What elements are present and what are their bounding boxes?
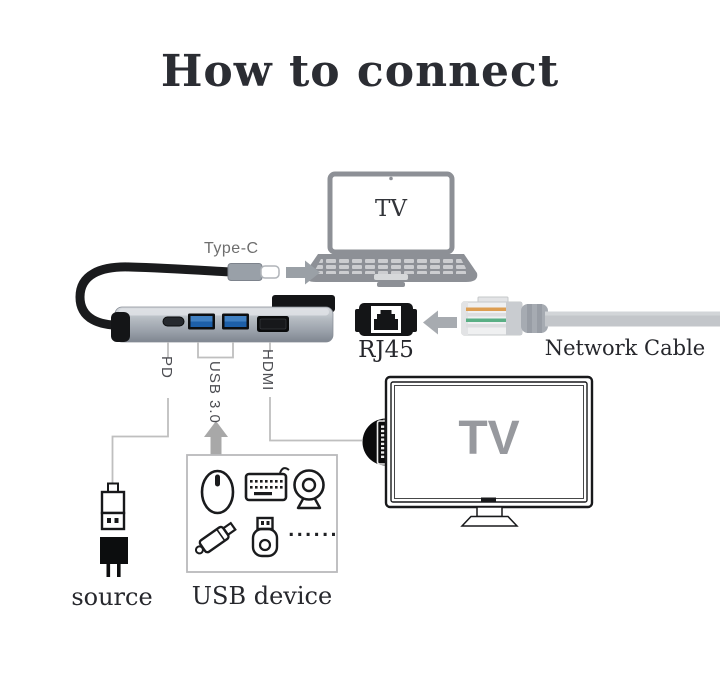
- hub-cable-strain-relief: [111, 312, 130, 342]
- hub-usb-port-2: [222, 313, 249, 330]
- power-plug-icon: [100, 537, 128, 577]
- usb-hub-illustration: [111, 295, 335, 343]
- typec-cable-illustration: [75, 262, 280, 330]
- hdmi-port-label: HDMI: [259, 349, 276, 392]
- hdmi-to-tv-line: [269, 397, 362, 442]
- laptop-camera-icon: [389, 176, 393, 181]
- hub-pd-port: [162, 316, 185, 327]
- page-title: How to connect: [160, 46, 560, 97]
- arrow-up-icon: [204, 421, 228, 455]
- source-label: source: [71, 583, 153, 611]
- rj45-label: RJ45: [358, 337, 414, 363]
- tv-screen-label: TV: [458, 412, 520, 465]
- laptop-screen-label: TV: [375, 196, 407, 222]
- keyboard-icon: [244, 467, 290, 502]
- usb-plug-icon: [100, 482, 126, 531]
- usb30-port-label: USB 3.0: [206, 361, 223, 424]
- usb-receiver-icon: [251, 516, 279, 558]
- laptop-trackpad: [374, 274, 408, 280]
- typec-label: Type-C: [204, 240, 259, 257]
- more-devices-dots: ......: [288, 521, 339, 541]
- usb-bracket-line: [197, 342, 234, 359]
- connector-lines: [111, 342, 362, 483]
- pd-to-source-line: [111, 398, 169, 483]
- network-cable-label: Network Cable: [544, 336, 706, 360]
- tv-illustration: [384, 375, 594, 527]
- typec-plug-icon: [227, 263, 263, 281]
- rj45-port-icon: [355, 303, 417, 336]
- hub-usb-port-1: [188, 313, 215, 330]
- usb-device-label: USB device: [191, 582, 333, 610]
- laptop-illustration: [304, 171, 478, 287]
- arrow-right-icon: [286, 260, 320, 285]
- mouse-icon: [200, 469, 235, 515]
- webcam-icon: [293, 469, 325, 510]
- arrow-left-icon: [423, 310, 457, 335]
- tv-indicator: [481, 497, 496, 502]
- hub-hdmi-port: [257, 316, 289, 332]
- usb-device-box: [186, 454, 338, 573]
- usb-flash-drive-icon: [194, 521, 237, 555]
- power-source-illustration: [100, 482, 128, 577]
- laptop-keyboard-keys: [313, 257, 469, 274]
- ethernet-connector-illustration: [461, 296, 720, 336]
- pd-port-label: PD: [158, 356, 175, 379]
